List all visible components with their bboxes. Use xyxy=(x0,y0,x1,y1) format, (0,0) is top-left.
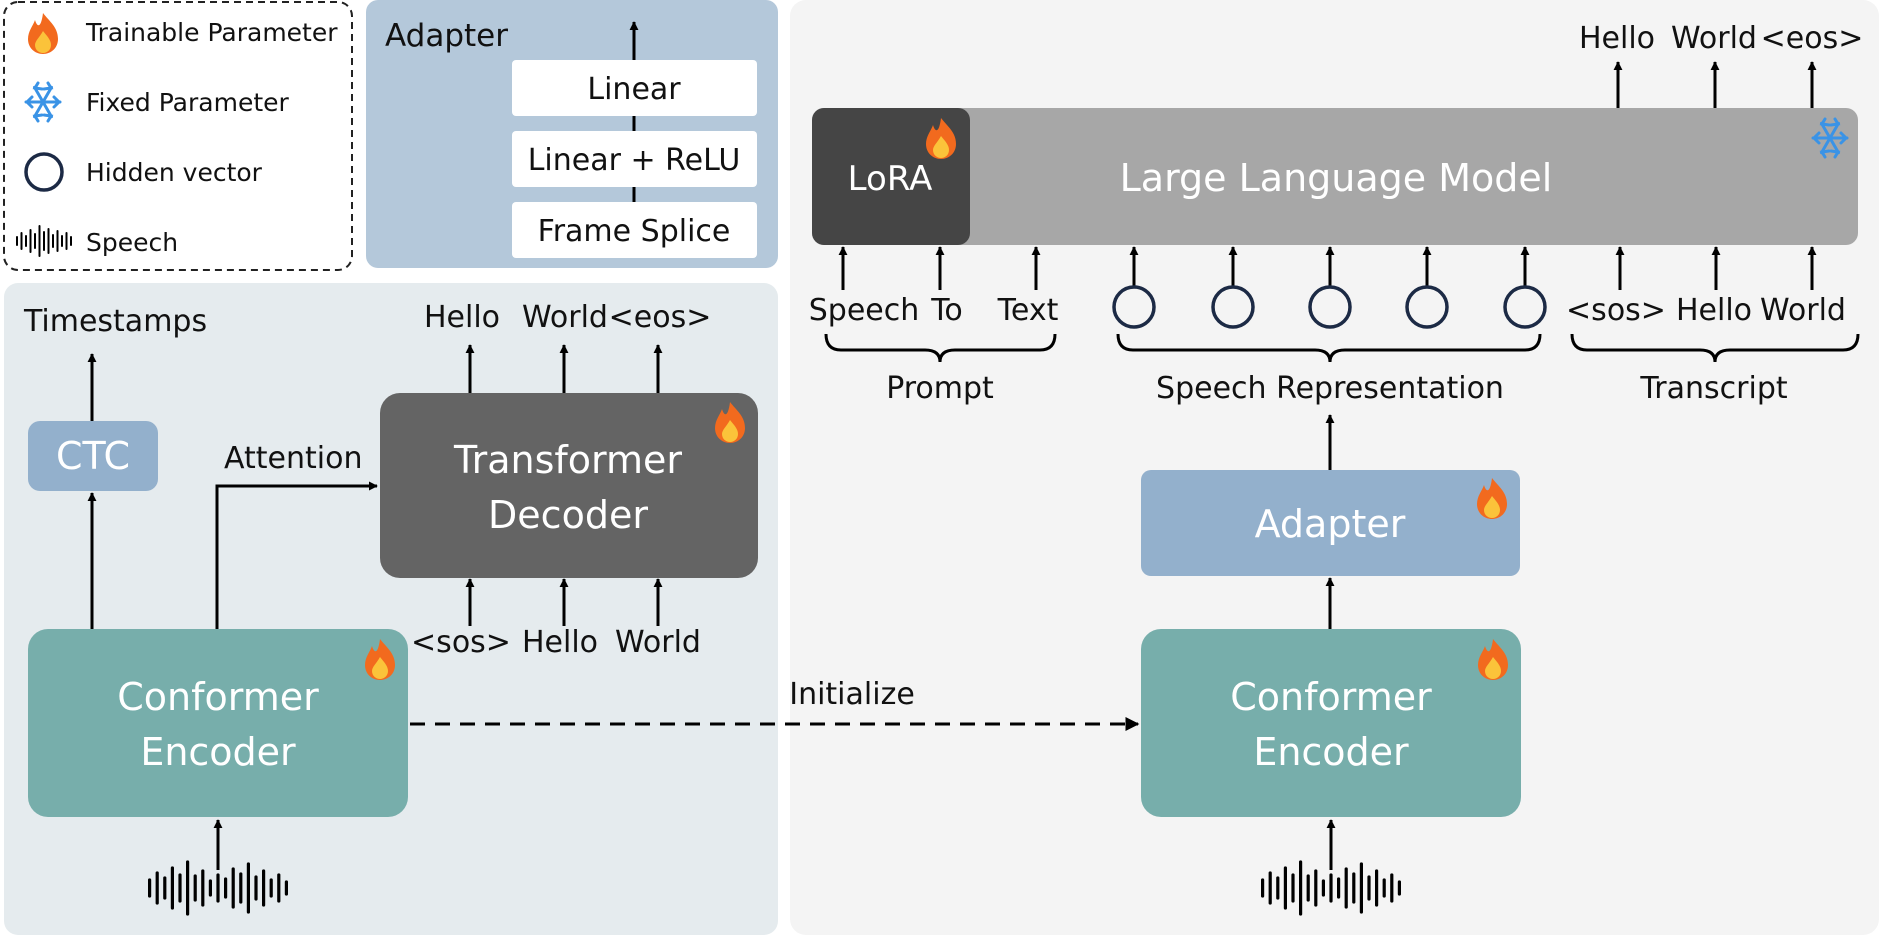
prompt-label: Prompt xyxy=(886,371,994,406)
right-conformer-encoder-box xyxy=(1141,629,1521,817)
prompt-brace xyxy=(824,333,1057,363)
hidden-vector-3 xyxy=(1308,285,1352,329)
prompt-token-text: Text xyxy=(997,293,1059,328)
transcript-brace xyxy=(1570,333,1860,363)
legend-fixed-label: Fixed Parameter xyxy=(86,88,290,117)
transcript-token-hello: Hello xyxy=(1676,293,1752,328)
ctc-label: CTC xyxy=(56,434,130,478)
linear-layer-box xyxy=(512,60,757,116)
prompt-token-speech: Speech xyxy=(809,293,920,328)
linear-layer-label: Linear xyxy=(587,72,681,107)
left-input-hello: Hello xyxy=(522,625,598,660)
waveform-icon xyxy=(16,225,72,257)
left-output-eos: <eos> xyxy=(609,300,712,335)
left-speech-waveform-icon xyxy=(148,860,288,916)
right-adapter-box xyxy=(1141,470,1520,576)
adapter-detail-title: Adapter xyxy=(385,18,508,54)
hidden-vector-5 xyxy=(1503,285,1547,329)
timestamps-label: Timestamps xyxy=(23,304,207,339)
llm-label: Large Language Model xyxy=(1120,156,1553,200)
hidden-vector-icon xyxy=(24,152,64,192)
transcript-token-sos: <sos> xyxy=(1566,293,1666,328)
left-encoder-label-line1: Conformer xyxy=(117,675,319,719)
transcript-label: Transcript xyxy=(1639,371,1787,406)
right-encoder-label-line2: Encoder xyxy=(1253,730,1409,774)
frame-splice-layer-label: Frame Splice xyxy=(538,214,731,249)
left-input-world: World xyxy=(615,625,701,660)
transcript-token-world: World xyxy=(1760,293,1846,328)
left-input-sos: <sos> xyxy=(411,625,511,660)
hidden-vector-1 xyxy=(1112,285,1156,329)
prompt-token-to: To xyxy=(930,293,963,328)
legend-hidden-label: Hidden vector xyxy=(86,158,263,187)
right-output-eos: <eos> xyxy=(1761,21,1864,56)
left-encoder-label-line2: Encoder xyxy=(140,730,296,774)
attention-label: Attention xyxy=(224,441,362,476)
llm-box xyxy=(812,108,1858,245)
right-encoder-label-line1: Conformer xyxy=(1230,675,1432,719)
speech-repr-label: Speech Representation xyxy=(1156,371,1504,406)
encoder-to-decoder-arrow xyxy=(215,481,378,629)
hidden-vector-2 xyxy=(1211,285,1255,329)
legend-trainable-label: Trainable Parameter xyxy=(85,18,338,47)
right-adapter-label: Adapter xyxy=(1255,502,1406,546)
right-speech-waveform-icon xyxy=(1260,860,1402,916)
left-model-panel xyxy=(4,283,778,935)
left-output-world: World xyxy=(522,300,608,335)
hidden-vector-4 xyxy=(1405,285,1449,329)
initialize-label: Initialize xyxy=(789,677,915,712)
ctc-box xyxy=(28,421,158,491)
left-conformer-encoder-box xyxy=(28,629,408,817)
linear-relu-layer-box xyxy=(512,131,757,187)
legend-speech-label: Speech xyxy=(86,228,178,257)
lora-label: LoRA xyxy=(848,159,933,199)
frame-splice-layer-box xyxy=(512,202,757,258)
legend-panel xyxy=(3,1,353,271)
linear-relu-layer-label: Linear + ReLU xyxy=(528,143,741,178)
left-output-hello: Hello xyxy=(424,300,500,335)
decoder-label-line2: Decoder xyxy=(488,493,648,537)
right-output-hello: Hello xyxy=(1579,21,1655,56)
speech-repr-brace xyxy=(1116,333,1542,363)
decoder-label-line1: Transformer xyxy=(453,438,682,482)
transformer-decoder-box xyxy=(380,393,758,578)
right-output-world: World xyxy=(1671,21,1757,56)
